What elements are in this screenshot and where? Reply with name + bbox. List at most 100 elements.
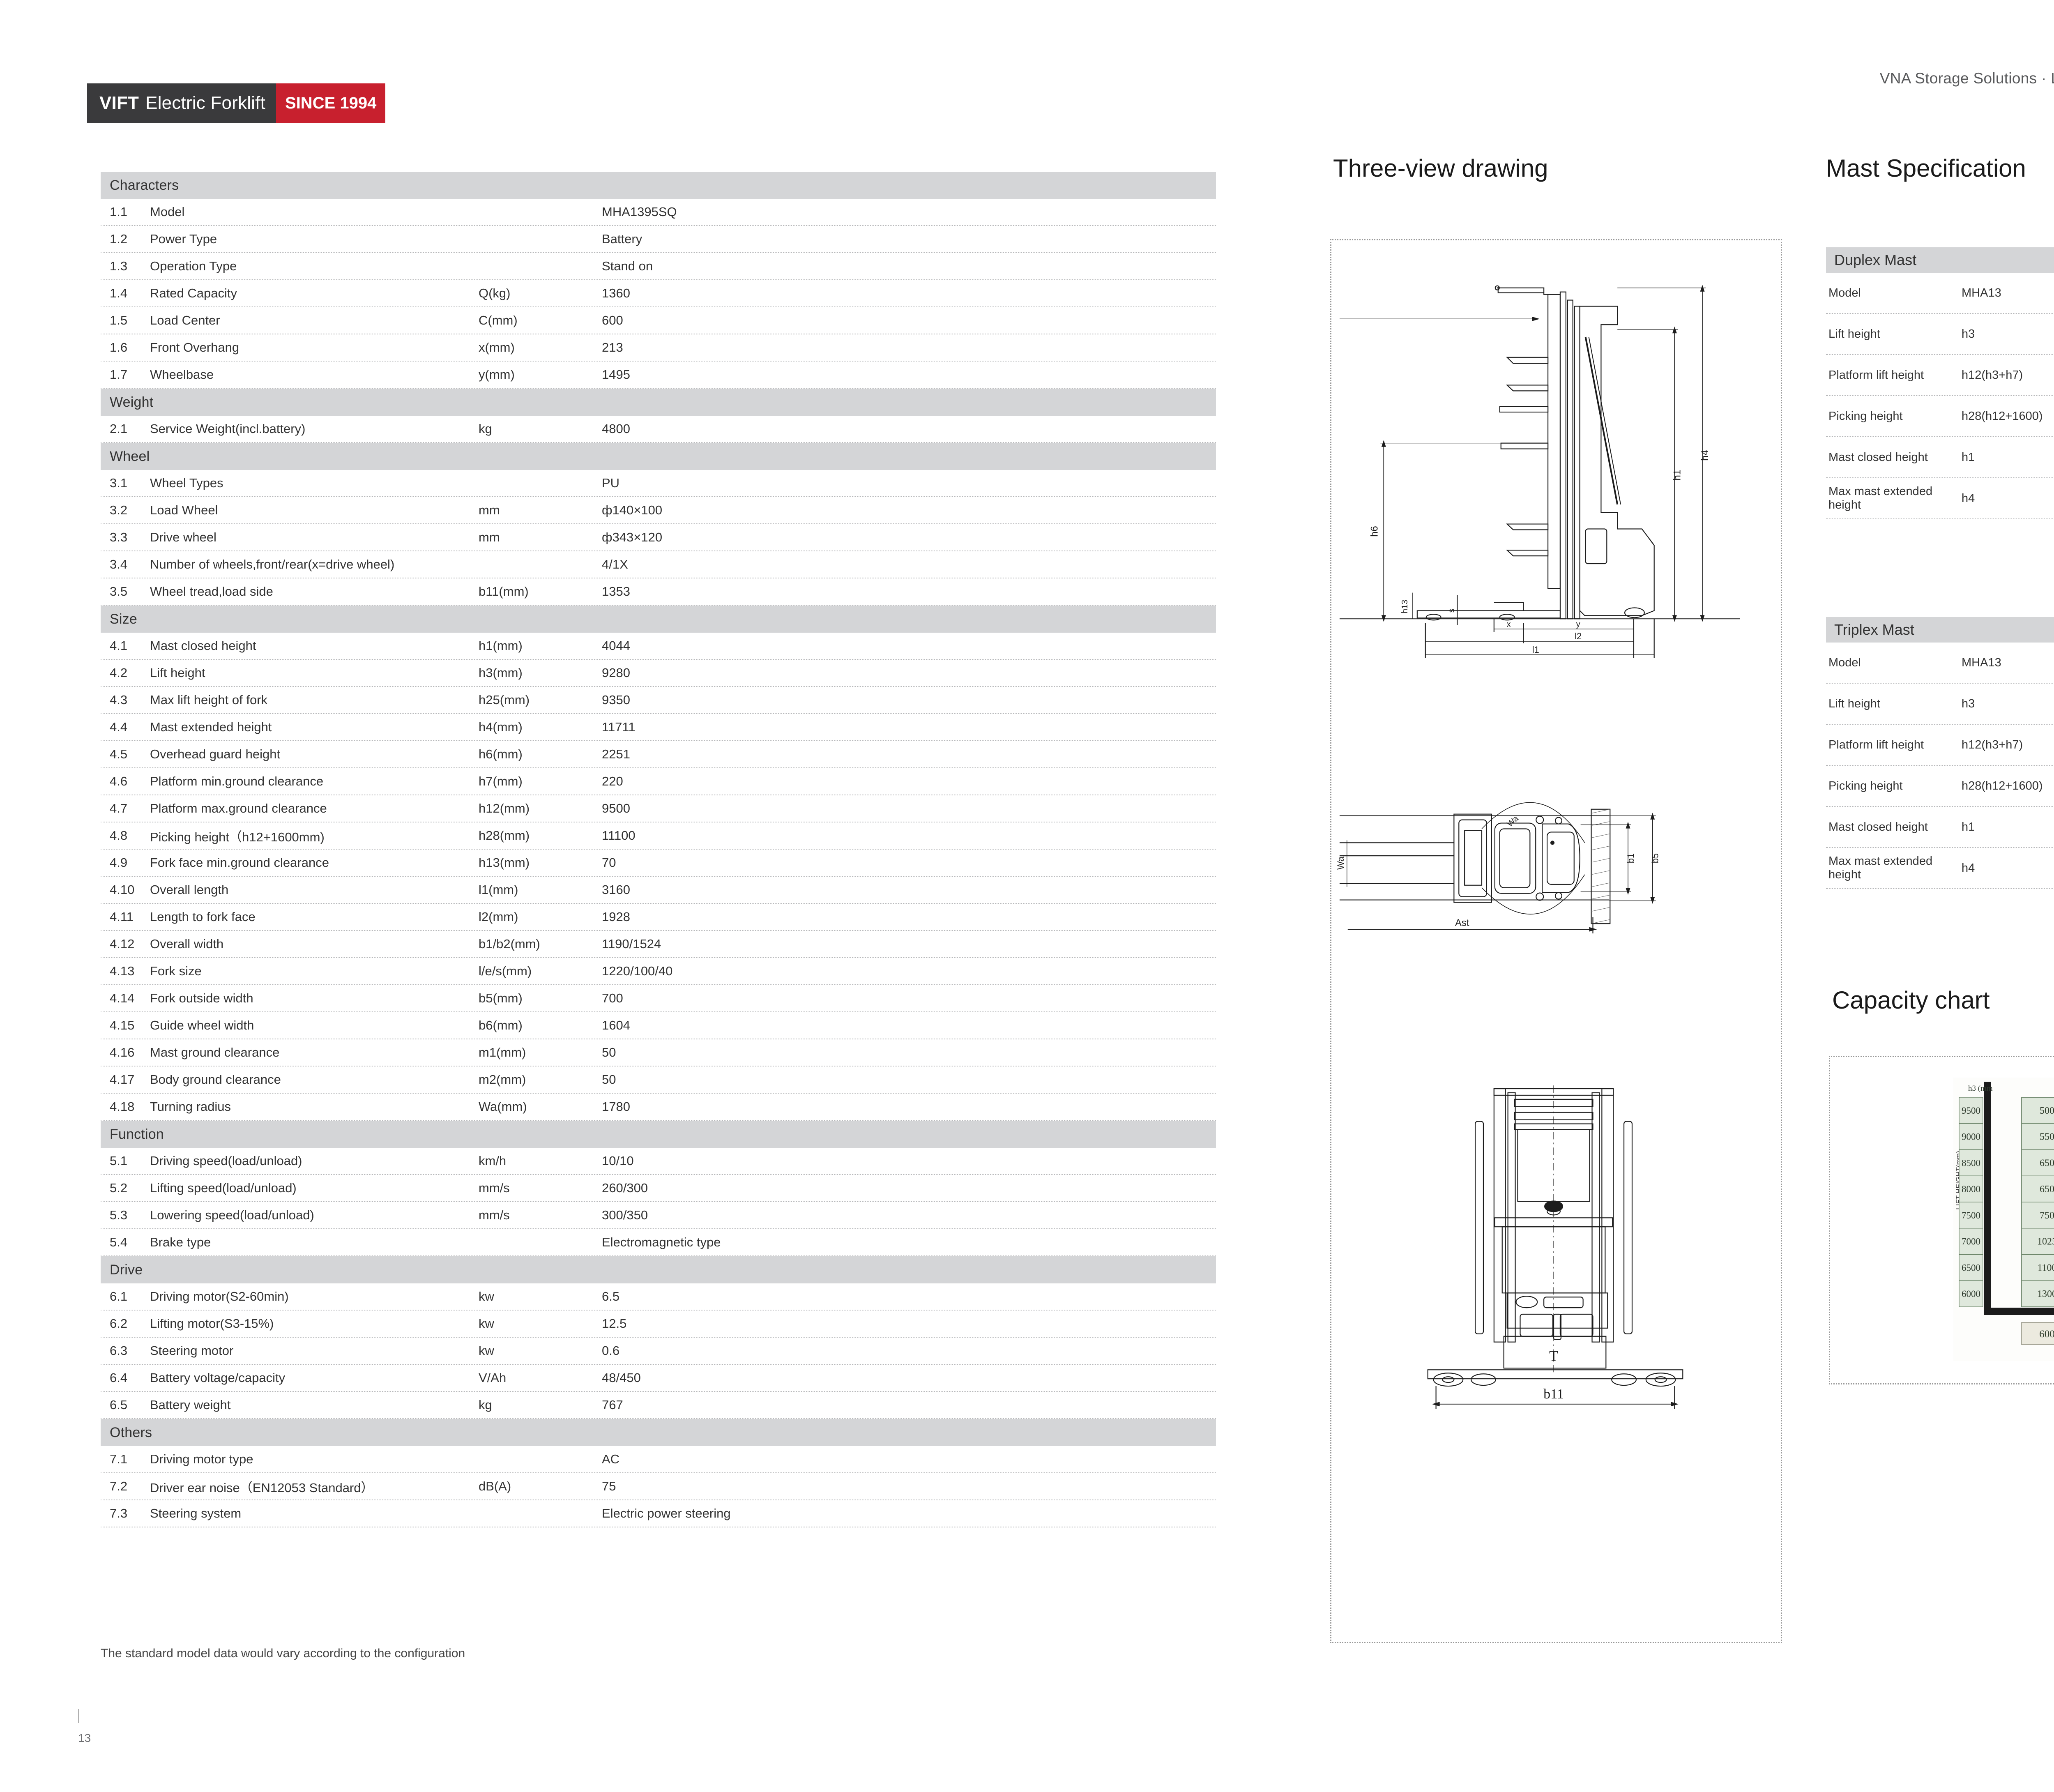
spec-row-number: 1.4 [101,286,150,301]
spec-table-row: 1.6Front Overhangx(mm)213 [101,334,1216,362]
dim-label-b11: b11 [1543,1387,1564,1402]
dim-label-wa: Wa [1336,856,1346,870]
logo-brand-text: VIFT [99,93,139,113]
spec-table-row: 4.8Picking height（h12+1600mm)h28(mm)1110… [101,822,1216,850]
spec-row-number: 3.1 [101,476,150,491]
chart-lift-height-value: 7500 [1962,1210,1980,1221]
spec-row-number: 2.1 [101,422,150,436]
specification-table: Characters1.1ModelMHA1395SQ1.2Power Type… [101,172,1216,1527]
spec-row-number: 3.4 [101,557,150,572]
spec-row-value: 12.5 [602,1316,1216,1331]
spec-row-unit: C(mm) [479,313,602,328]
spec-row-name: Max lift height of fork [150,693,479,707]
spec-table-row: 4.15Guide wheel widthb6(mm)1604 [101,1012,1216,1039]
spec-row-number: 4.1 [101,638,150,653]
spec-row-number: 4.8 [101,828,150,843]
spec-table-row: 5.3Lowering speed(load/unload)mm/s300/35… [101,1202,1216,1229]
mast-row-symbol: h12(h3+h7) [1962,738,2054,752]
logo-dark-block: VIFT Electric Forklift [87,83,276,123]
capacity-chart-title: Capacity chart [1832,986,1990,1014]
capacity-chart-image: h3 (mm LIFT HEIGHT(mm) 95009000850080007… [1953,1078,2054,1361]
spec-row-number: 4.6 [101,774,150,789]
chart-capacity-value: 650 [2040,1184,2054,1195]
spec-section-header: Drive [101,1256,1216,1283]
mast-table-title: Duplex Mast [1826,247,2054,273]
duplex-mast-table: Duplex MastModelMHA1313-3013-3713-4013-4… [1826,247,2054,519]
spec-row-value: 260/300 [602,1181,1216,1195]
spec-table-row: 6.4Battery voltage/capacityV/Ah48/450 [101,1365,1216,1392]
spec-row-number: 4.14 [101,991,150,1006]
spec-table-row: 4.12Overall widthb1/b2(mm)1190/1524 [101,931,1216,958]
spec-row-unit: kw [479,1343,602,1358]
spec-row-number: 1.5 [101,313,150,328]
spec-table-row: 1.5Load CenterC(mm)600 [101,307,1216,334]
spec-row-value: 600 [602,313,1216,328]
spec-row-name: Model [150,205,479,219]
mast-row-label: Max mast extended height [1826,855,1962,882]
spec-row-name: Lifting motor(S3-15%) [150,1316,479,1331]
spec-row-unit: mm/s [479,1181,602,1195]
spec-row-name: Body ground clearance [150,1072,479,1087]
spec-table-row: 1.1ModelMHA1395SQ [101,199,1216,226]
mast-row-symbol: h4 [1962,861,2054,875]
spec-row-name: Wheel Types [150,476,479,491]
mast-row-label: Lift height [1826,327,1962,341]
spec-row-unit: m2(mm) [479,1072,602,1087]
spec-row-value: 50 [602,1045,1216,1060]
spec-table-row: 4.16Mast ground clearancem1(mm)50 [101,1039,1216,1066]
logo-subtitle-text: Electric Forklift [145,93,265,113]
spec-table-row: 4.14Fork outside widthb5(mm)700 [101,985,1216,1012]
mast-row-label: Platform lift height [1826,369,1962,382]
mast-table-row: Mast closed heighth124612728292831283377… [1826,437,2054,478]
triplex-mast-table: Triplex MastModelMHA1313-6013-6513-7013-… [1826,617,2054,889]
spec-row-unit: h13(mm) [479,855,602,870]
dim-label-s: s [1447,608,1456,613]
mast-row-label: Mast closed height [1826,820,1962,834]
spec-row-value: 1604 [602,1018,1216,1033]
spec-row-name: Guide wheel width [150,1018,479,1033]
spec-row-unit: mm [479,503,602,518]
chart-capacity-value: 650 [2040,1158,2054,1168]
spec-row-value: 2251 [602,747,1216,762]
mast-row-label: Picking height [1826,410,1962,423]
spec-row-name: Battery weight [150,1398,479,1412]
mast-row-symbol: h28(h12+1600) [1962,779,2054,793]
spec-table-row: 4.9Fork face min.ground clearanceh13(mm)… [101,850,1216,877]
spec-row-name: Overall length [150,882,479,897]
spec-section-header: Function [101,1121,1216,1148]
spec-table-row: 7.1Driving motor typeAC [101,1446,1216,1473]
mast-table-row: Picking heighth28(h12+1600)4600530056006… [1826,396,2054,437]
spec-row-unit: mm [479,530,602,545]
mast-row-symbol: h12(h3+h7) [1962,369,2054,382]
spec-row-unit: l1(mm) [479,882,602,897]
three-view-drawing-panel: T [1330,239,1782,1643]
spec-row-name: Platform min.ground clearance [150,774,479,789]
spec-row-value: 10/10 [602,1154,1216,1168]
chart-lift-height-value: 7000 [1962,1237,1980,1247]
spec-row-name: Length to fork face [150,910,479,924]
spec-section-header: Size [101,606,1216,633]
spec-row-value: 1780 [602,1099,1216,1114]
spec-row-name: Load Wheel [150,503,479,518]
spec-row-value: 48/450 [602,1370,1216,1385]
spec-row-value: 75 [602,1479,1216,1494]
chart-load-center-value: 600 [2039,1329,2054,1340]
spec-row-name: Overall width [150,937,479,951]
top-view-drawing [1340,802,1656,933]
spec-row-unit: kg [479,1398,602,1412]
spec-row-name: Lift height [150,666,479,680]
spec-table-row: 4.1Mast closed heighth1(mm)4044 [101,633,1216,660]
spec-section-header: Weight [101,389,1216,416]
spec-row-number: 5.1 [101,1154,150,1168]
spec-row-name: Load Center [150,313,479,328]
spec-row-unit: h12(mm) [479,801,602,816]
chart-capacity-value: 1100 [2037,1262,2054,1273]
spec-table-row: 5.1Driving speed(load/unload)km/h10/10 [101,1148,1216,1175]
spec-row-value: ф140×100 [602,503,1216,518]
spec-row-number: 4.12 [101,937,150,951]
spec-table-row: 4.17Body ground clearancem2(mm)50 [101,1066,1216,1094]
spec-row-value: Electric power steering [602,1506,1216,1521]
dim-label-b5: b5 [1650,853,1660,863]
spec-row-number: 6.5 [101,1398,150,1412]
